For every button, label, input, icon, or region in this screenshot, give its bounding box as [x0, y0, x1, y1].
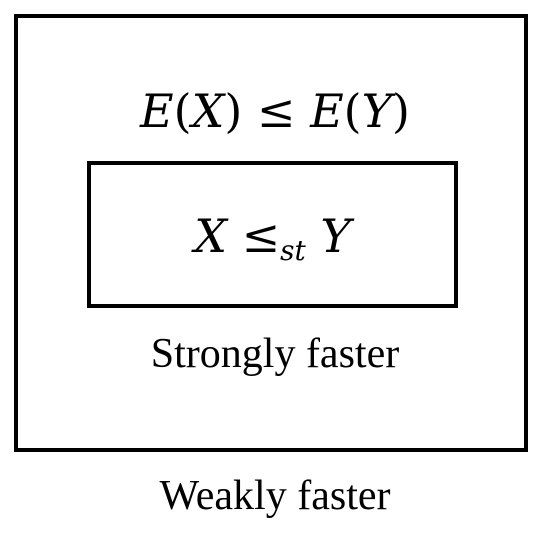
stochastic-subscript: st — [280, 234, 306, 267]
expectation-symbol-left: E — [140, 84, 174, 138]
strongly-faster-caption: Strongly faster — [150, 331, 400, 377]
variable-y: Y — [361, 84, 392, 138]
leq-operator: ≤ — [256, 84, 296, 138]
stochastic-order-inequality: X ≤st Y — [87, 213, 458, 265]
expectation-inequality: E(X) ≤ E(Y) — [140, 84, 410, 138]
variable-x: X — [194, 209, 227, 263]
variable-y: Y — [320, 209, 351, 263]
expectation-symbol-right: E — [310, 84, 344, 138]
weakly-faster-caption: Weakly faster — [159, 473, 391, 519]
variable-x: X — [191, 84, 225, 138]
leq-operator: ≤ — [241, 209, 281, 263]
strongly-faster-region — [87, 161, 458, 308]
